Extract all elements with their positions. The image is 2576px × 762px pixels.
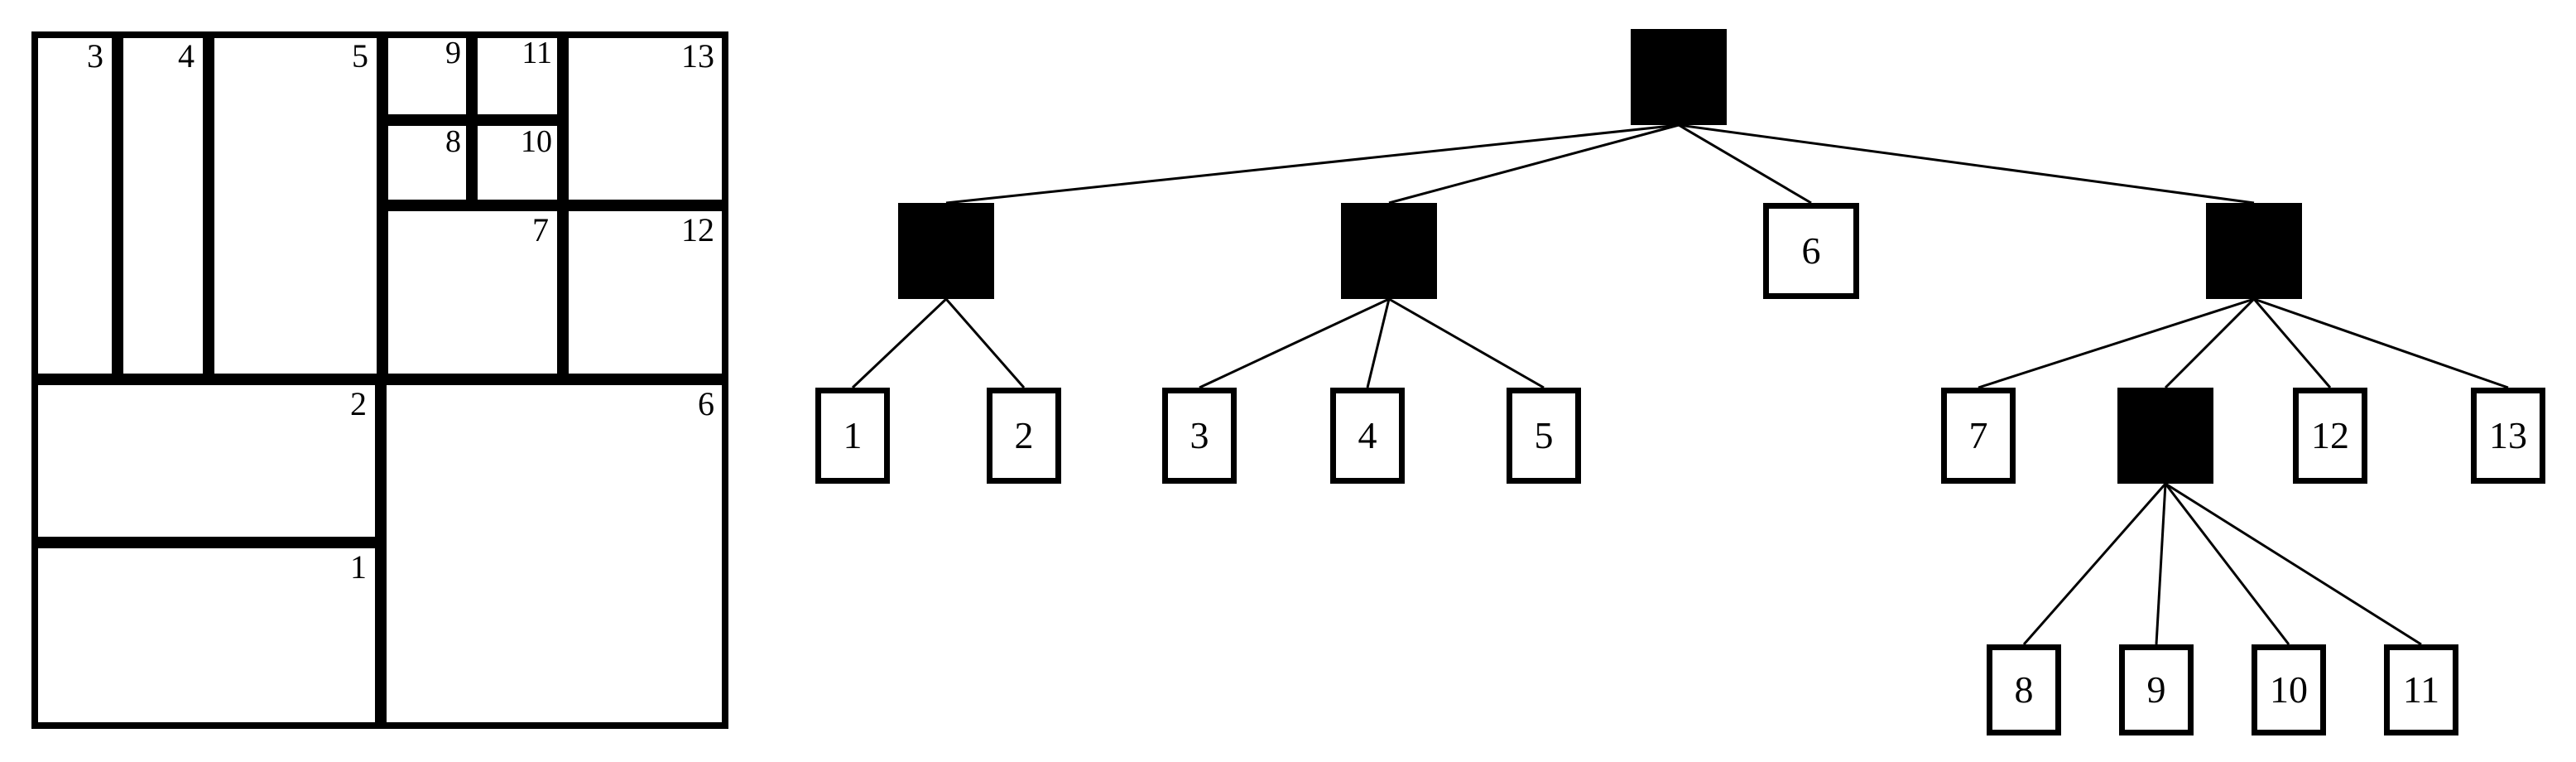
- tree-node-leaf-5: 5: [1507, 388, 1581, 484]
- tree-node-label: 11: [2402, 668, 2440, 711]
- partition-cell-label: 11: [521, 36, 552, 70]
- tree-node-leaf-8: 8: [1987, 644, 2061, 735]
- tree-node-leaf-9: 9: [2119, 644, 2194, 735]
- partition-cell-label: 12: [681, 211, 714, 248]
- tree-edge-root-to-internal-a: [945, 123, 1680, 205]
- tree-node-label: 7: [1968, 414, 1988, 456]
- tree-node-label: 13: [2489, 414, 2527, 456]
- tree-node-label: 4: [1358, 414, 1377, 456]
- tree-node-label: 2: [1014, 414, 1034, 456]
- tree-node-leaf-11: 11: [2384, 644, 2458, 735]
- tree-node-internal-a: [898, 203, 994, 299]
- partition-cell-label: 5: [352, 37, 368, 75]
- tree-node-label: 3: [1189, 414, 1209, 456]
- partition-cell-4: 4: [118, 31, 209, 379]
- tree-node-label: 9: [2146, 668, 2166, 711]
- partition-cell-6: 6: [381, 379, 728, 729]
- partition-cell-10: 10: [472, 120, 563, 205]
- partition-cell-7: 7: [382, 205, 563, 379]
- tree-edge-root-to-internal-c: [1678, 123, 2255, 205]
- tree-edge-internal-b-to-leaf-4: [1366, 298, 1391, 388]
- partition-cell-label: 2: [350, 385, 367, 422]
- tree-node-label: 10: [2270, 668, 2308, 711]
- tree-edge-internal-c-to-leaf-7: [1978, 297, 2255, 389]
- partition-cell-label: 4: [178, 37, 195, 75]
- tree-edge-internal-c-to-internal-d: [2164, 297, 2256, 389]
- tree-node-label: 1: [843, 414, 863, 456]
- partition-cell-label: 1: [350, 548, 367, 586]
- partition-cell-label: 7: [532, 211, 549, 248]
- tree-node-leaf-3: 3: [1162, 388, 1237, 484]
- tree-edge-root-to-leaf-6: [1678, 123, 1812, 205]
- tree-node-leaf-6: 6: [1763, 203, 1859, 299]
- partition-cell-label: 13: [681, 37, 714, 75]
- partition-cell-label: 9: [445, 36, 461, 70]
- tree-edge-internal-d-to-leaf-11: [2165, 482, 2422, 646]
- tree-node-internal-c: [2206, 203, 2302, 299]
- partition-cell-8: 8: [382, 120, 472, 205]
- tree-edge-internal-d-to-leaf-9: [2155, 483, 2167, 645]
- tree-edge-internal-c-to-leaf-13: [2253, 297, 2509, 389]
- tree-edge-internal-b-to-leaf-5: [1388, 297, 1545, 389]
- partition-cell-5: 5: [209, 31, 382, 379]
- tree-edge-internal-b-to-leaf-3: [1199, 297, 1390, 389]
- partition-cell-label: 6: [698, 385, 714, 422]
- tree-node-leaf-7: 7: [1941, 388, 2016, 484]
- tree-edge-internal-d-to-leaf-8: [2022, 483, 2167, 645]
- tree-node-root: [1631, 29, 1727, 125]
- tree-node-leaf-2: 2: [987, 388, 1061, 484]
- tree-edge-internal-c-to-leaf-12: [2252, 298, 2332, 388]
- tree-node-leaf-13: 13: [2471, 388, 2545, 484]
- partition-cell-12: 12: [563, 205, 728, 379]
- tree-node-leaf-4: 4: [1330, 388, 1405, 484]
- partition-cell-1: 1: [31, 543, 381, 729]
- tree-node-leaf-1: 1: [815, 388, 890, 484]
- tree-node-label: 12: [2311, 414, 2349, 456]
- tree-node-internal-d: [2117, 388, 2213, 484]
- partition-cell-11: 11: [472, 31, 563, 120]
- tree-edge-internal-d-to-leaf-10: [2164, 483, 2290, 645]
- tree-node-label: 8: [2014, 668, 2034, 711]
- partition-cell-label: 10: [521, 124, 552, 159]
- tree-edge-internal-a-to-leaf-2: [944, 298, 1026, 388]
- partition-cell-label: 3: [87, 37, 103, 75]
- tree-node-leaf-12: 12: [2293, 388, 2367, 484]
- tree-edge-root-to-internal-b: [1388, 123, 1680, 205]
- tree-node-leaf-10: 10: [2252, 644, 2326, 735]
- partition-cell-label: 8: [445, 124, 461, 159]
- tree-node-label: 5: [1534, 414, 1554, 456]
- tree-edge-internal-a-to-leaf-1: [851, 297, 948, 389]
- tree-node-label: 6: [1801, 229, 1821, 272]
- tree-node-internal-b: [1341, 203, 1437, 299]
- partition-cell-2: 2: [31, 379, 381, 543]
